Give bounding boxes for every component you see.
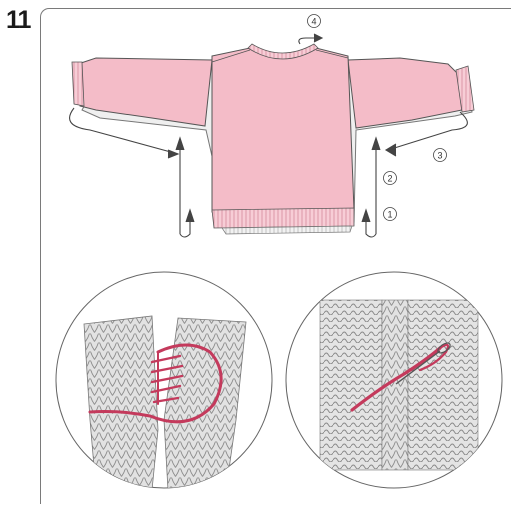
left-cuff — [72, 62, 84, 106]
right-purl-panel — [408, 300, 478, 470]
right-sleeve — [348, 58, 466, 128]
svg-text:2: 2 — [387, 174, 392, 184]
step-badge-2: 2 — [384, 172, 397, 185]
step-badge-1: 1 — [384, 208, 397, 221]
step-badge-4: 4 — [308, 15, 321, 28]
left-seam-loop-arrow — [70, 108, 180, 234]
detail-circle-mattress-stitch — [56, 272, 272, 490]
svg-text:1: 1 — [387, 210, 392, 220]
sweater-body — [212, 48, 354, 212]
waist-ribbing — [212, 208, 354, 228]
svg-text:3: 3 — [437, 151, 442, 161]
left-purl-panel — [320, 300, 382, 470]
sweater-diagram — [72, 44, 474, 234]
step-badge-3: 3 — [434, 149, 447, 162]
svg-text:4: 4 — [311, 17, 316, 27]
left-knit-piece — [84, 316, 158, 490]
right-knit-piece — [164, 318, 246, 490]
detail-circle-seam-weave — [286, 272, 502, 488]
